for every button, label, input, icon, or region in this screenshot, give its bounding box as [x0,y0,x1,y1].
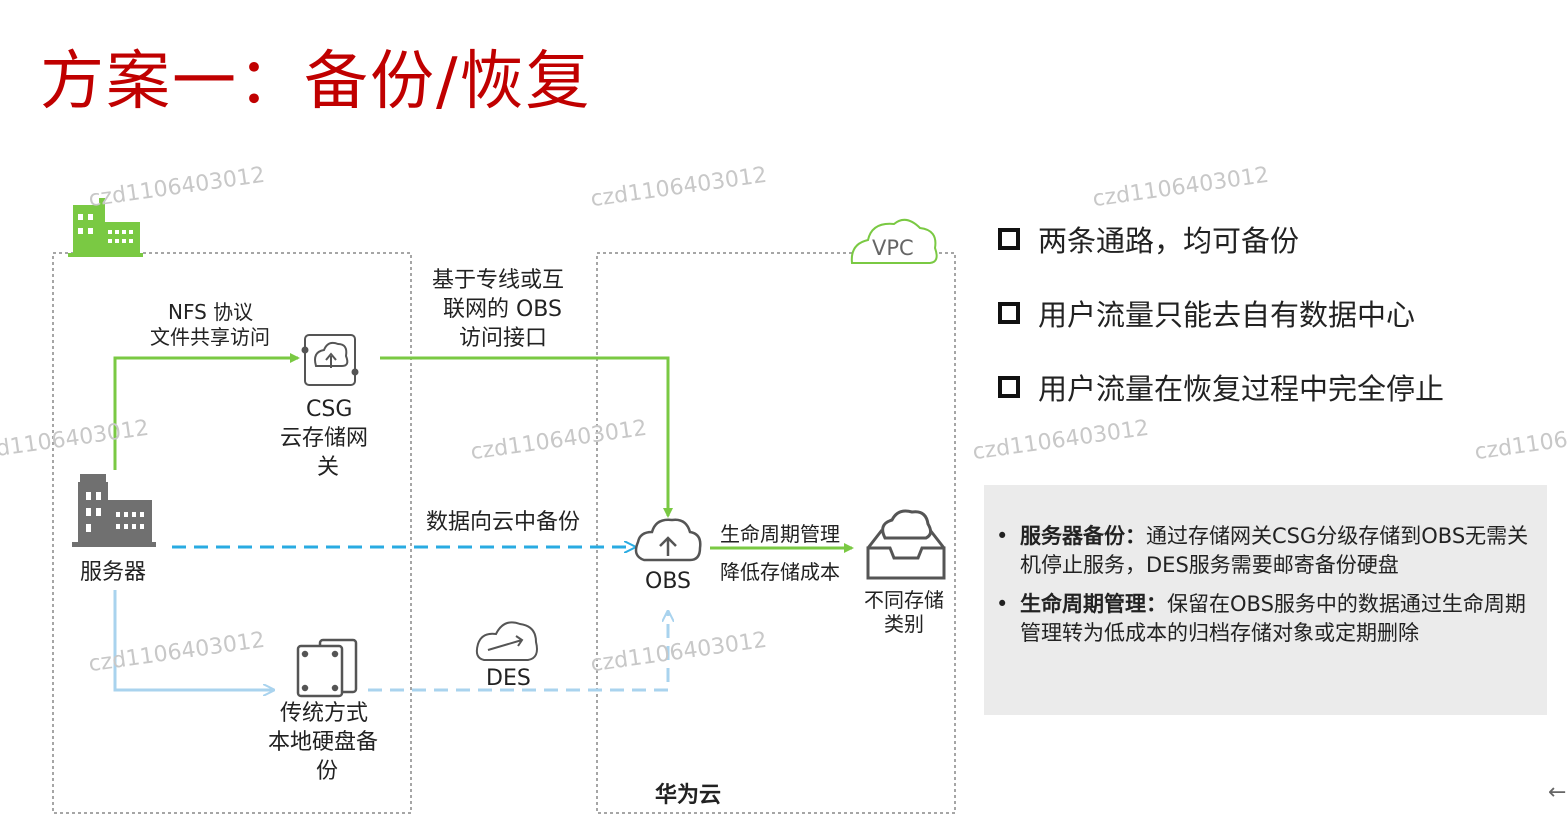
server-icon [72,474,156,547]
disk-icon [296,638,358,698]
local-disk-path [113,590,273,690]
obs-icon [634,518,702,562]
obs-label: OBS [645,569,691,594]
note-body: 保留在OBS服务中的数据通过生命周期管理转为低成本的归档存储对象或定期删除 [1020,592,1526,645]
csg-label-line1: CSG [306,397,353,422]
key-point-item: 用户流量在恢复过程中完全停止 [998,366,1444,408]
cloud-boundary [596,252,956,814]
vpc-cloud-icon [850,218,938,264]
key-point-item: 两条通路，均可备份 [998,218,1299,260]
obs-link-label-line3: 访问接口 [459,326,548,351]
notes-panel: • 服务器备份：通过存储网关CSG分级存储到OBS无需关机停止服务，DES服务需… [984,485,1547,715]
note-heading: 服务器备份： [1020,524,1146,548]
key-point-item: 用户流量只能去自有数据中心 [998,292,1415,334]
disk-label-line1: 传统方式 [280,701,369,726]
storage-class-label-line1: 不同存储 [864,588,944,612]
checkbox-square-icon [998,228,1020,250]
disk-label-line3: 份 [316,759,339,784]
csg-label-line3: 关 [317,455,340,480]
nfs-access-path [113,353,300,470]
checkbox-square-icon [998,302,1020,324]
des-transfer-path [368,612,668,692]
backup-label: 数据向云中备份 [426,510,581,535]
vpc-label: VPC [872,236,914,260]
checkbox-square-icon [998,376,1020,398]
note-body: 通过存储网关CSG分级存储到OBS无需关机停止服务，DES服务需要邮寄备份硬盘 [1020,524,1529,577]
bullet-dot: • [996,524,1009,548]
bullet-dot: • [996,592,1009,616]
storage-class-icon [866,509,946,580]
page-title: 方案一：备份/恢复 [40,45,592,119]
des-label: DES [486,666,531,691]
datacenter-boundary [52,252,412,814]
key-point-text: 用户流量只能去自有数据中心 [1038,298,1416,332]
obs-link-label-line2: 联网的 OBS [443,297,562,322]
obs-link-label-line1: 基于专线或互 [432,268,565,293]
csg-label-line2: 云存储网 [280,426,369,451]
nfs-label-line1: NFS 协议 [168,300,254,324]
lifecycle-label-line1: 生命周期管理 [720,522,840,546]
lifecycle-label-line2: 降低存储成本 [720,560,840,584]
disk-label-line2: 本地硬盘备 [268,730,379,755]
huawei-cloud-label: 华为云 [655,783,722,808]
back-arrow-icon[interactable]: ← [1548,780,1567,805]
server-label: 服务器 [80,560,147,585]
csg-gateway-icon [301,334,359,386]
des-icon [475,621,538,661]
key-point-text: 用户流量在恢复过程中完全停止 [1038,372,1445,406]
datacenter-icon [68,198,143,257]
csg-to-obs-path [380,356,673,518]
note-heading: 生命周期管理： [1020,592,1167,616]
nfs-label-line2: 文件共享访问 [150,325,270,349]
key-point-text: 两条通路，均可备份 [1038,224,1300,258]
storage-class-label-line2: 类别 [884,612,924,636]
